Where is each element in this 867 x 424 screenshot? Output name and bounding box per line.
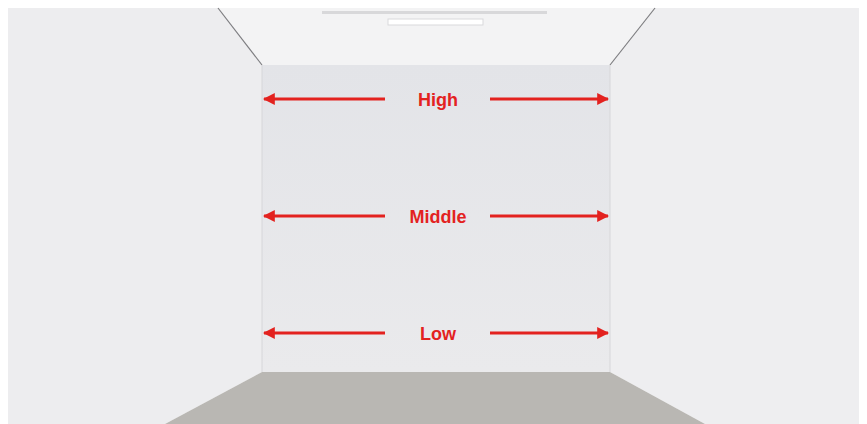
- high-arrow-left: [264, 98, 385, 101]
- back-wall: [262, 65, 610, 372]
- floor: [165, 372, 705, 424]
- right-wall: [610, 8, 859, 424]
- middle-arrow-left: [264, 215, 385, 218]
- ceiling-edge: [610, 8, 655, 65]
- middle-arrow-right: [490, 215, 608, 218]
- level-label: Middle: [410, 208, 467, 226]
- ceiling-edge: [218, 8, 262, 65]
- left-wall: [8, 8, 262, 424]
- low-arrow-right: [490, 332, 608, 335]
- level-label: Low: [420, 325, 456, 343]
- ceiling-track: [322, 11, 547, 14]
- level-arrows: [264, 99, 608, 333]
- low-arrow-left: [264, 332, 385, 335]
- wall-corner: [610, 65, 611, 372]
- wall-corner: [262, 65, 263, 372]
- light-fixture: [388, 19, 483, 25]
- level-label: High: [418, 91, 458, 109]
- high-arrow-right: [490, 98, 608, 101]
